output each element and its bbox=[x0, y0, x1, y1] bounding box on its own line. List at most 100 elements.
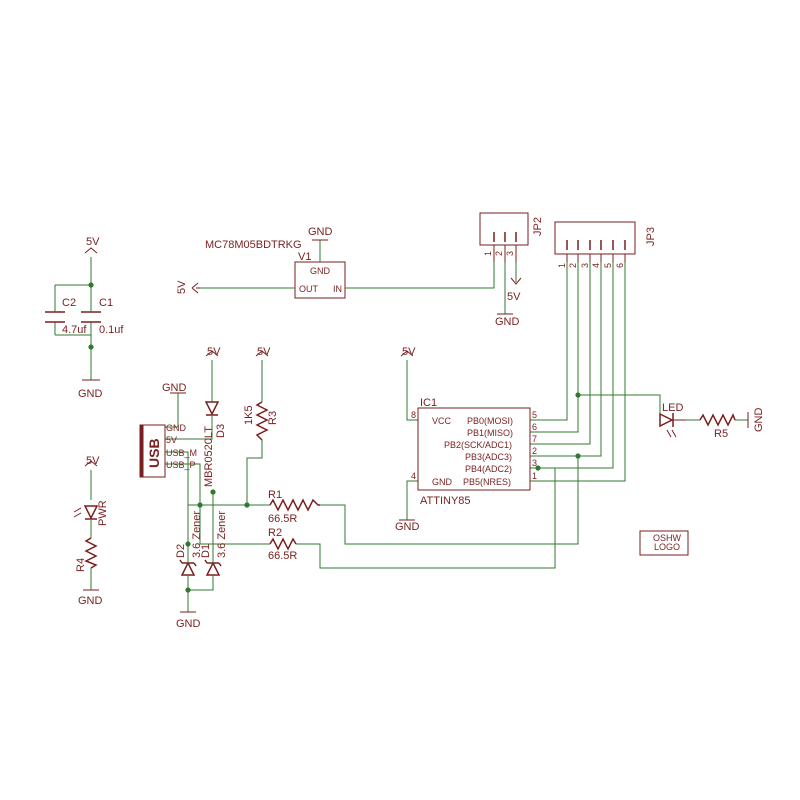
header-body bbox=[479, 212, 529, 246]
logo-box bbox=[639, 530, 689, 556]
led-indicator: LED bbox=[659, 402, 686, 438]
c1-value: 0.1uf bbox=[99, 324, 124, 336]
r2-value: 66.5R bbox=[268, 550, 297, 562]
jp3-pin: 6 bbox=[615, 263, 625, 268]
label-5v: 5V bbox=[257, 346, 271, 358]
jp2-label: JP2 bbox=[532, 217, 544, 236]
resistor-r4: R4 bbox=[75, 537, 98, 572]
label-gnd: GND bbox=[308, 226, 333, 238]
usb-pin-5v: 5V bbox=[166, 435, 177, 445]
resistor-icon bbox=[84, 537, 98, 569]
junction-dot bbox=[535, 465, 541, 471]
regulator-in-pin: IN bbox=[333, 284, 342, 294]
pin-number: 5 bbox=[532, 410, 537, 420]
regulator-part: MC78M05BDTRKG bbox=[205, 239, 302, 251]
c2-value: 4.7uf bbox=[62, 324, 87, 336]
usb-body-edge bbox=[139, 424, 144, 478]
logo-line2: LOGO bbox=[654, 542, 680, 552]
label-gnd: GND bbox=[753, 408, 765, 433]
pwr-label: PWR bbox=[97, 500, 109, 526]
power-labels: 5V GND GND GND 5V 5V 5V 5V GND GND GND 5… bbox=[78, 226, 765, 630]
d1-value: 3.6 Zener bbox=[216, 511, 228, 558]
header-body bbox=[554, 221, 636, 255]
resistor-icon bbox=[269, 537, 297, 551]
r2-name: R2 bbox=[268, 527, 282, 539]
ic-pin-pb1: PB1(MISO) bbox=[467, 428, 513, 438]
jp3-label: JP3 bbox=[645, 227, 657, 246]
arrow-left-icon bbox=[191, 282, 200, 294]
junction-dot bbox=[88, 344, 94, 350]
oshw-logo: OSHW LOGO bbox=[639, 530, 689, 556]
label-gnd: GND bbox=[176, 618, 201, 630]
label-gnd: GND bbox=[78, 388, 103, 400]
d1-name: D1 bbox=[200, 544, 212, 558]
label-5v: 5V bbox=[507, 291, 521, 303]
label-gnd: GND bbox=[395, 521, 420, 533]
r3-value: 1K5 bbox=[243, 405, 255, 425]
jp3-pin: 2 bbox=[568, 263, 578, 268]
ic-pin-pb3: PB3(ADC3) bbox=[465, 452, 512, 462]
resistor-r5: R5 bbox=[699, 413, 736, 440]
r4-name: R4 bbox=[75, 558, 87, 572]
zener-d2: D2 3.6 Zener bbox=[175, 511, 203, 580]
ic-pin-vcc: VCC bbox=[432, 416, 452, 426]
header-pin-icon bbox=[566, 240, 626, 250]
logo-line1: OSHW bbox=[653, 533, 682, 543]
junction-dot bbox=[185, 541, 191, 547]
junction-dot bbox=[210, 489, 216, 495]
pin-number: 3 bbox=[532, 458, 537, 468]
ic-pin-gnd: GND bbox=[432, 477, 453, 487]
ic-body bbox=[417, 407, 531, 491]
r3-name: R3 bbox=[267, 411, 279, 425]
ic-pin-pb5: PB5(NRES) bbox=[463, 477, 511, 487]
resistor-r2: R2 66.5R bbox=[268, 527, 297, 562]
junction-dot bbox=[575, 453, 581, 459]
jp2-pin: 3 bbox=[505, 251, 515, 256]
usb-pin-gnd: GND bbox=[166, 423, 187, 433]
d2-name: D2 bbox=[175, 544, 187, 558]
led-icon bbox=[659, 412, 674, 428]
jp3-pin: 1 bbox=[557, 263, 567, 268]
resistor-icon bbox=[255, 401, 269, 441]
resistor-icon bbox=[699, 413, 736, 427]
c2-name: C2 bbox=[62, 297, 76, 309]
pin-number: 2 bbox=[532, 446, 537, 456]
usb-connector: USB GND 5V USB_M USB_P bbox=[139, 423, 197, 478]
capacitor-icon bbox=[45, 311, 65, 323]
usb-label: USB bbox=[146, 438, 162, 468]
d3-name: D3 bbox=[215, 424, 227, 438]
ic-pin-pb0: PB0(MOSI) bbox=[467, 416, 513, 426]
power-symbols bbox=[82, 239, 749, 613]
ic-pin-pb4: PB4(ADC2) bbox=[465, 464, 512, 474]
regulator-name: V1 bbox=[298, 251, 311, 263]
arrow-up-icon bbox=[400, 350, 414, 357]
resistor-icon bbox=[269, 498, 320, 512]
jp3-pin: 4 bbox=[591, 263, 601, 268]
jp3-pin: 5 bbox=[603, 263, 613, 268]
pin-number: 4 bbox=[411, 471, 416, 481]
c1-name: C1 bbox=[99, 297, 113, 309]
r5-name: R5 bbox=[714, 428, 728, 440]
junction-dot bbox=[185, 587, 191, 593]
capacitor-c1: C1 0.1uf bbox=[81, 297, 124, 336]
label-gnd: GND bbox=[495, 316, 520, 328]
arrow-up-icon bbox=[205, 350, 219, 357]
capacitor-icon bbox=[81, 311, 101, 323]
label-5v: 5V bbox=[86, 455, 100, 467]
header-jp3: 1 2 3 4 5 6 JP3 bbox=[554, 221, 657, 268]
header-jp2: 1 2 3 JP2 bbox=[479, 212, 544, 262]
led-name: LED bbox=[662, 402, 683, 414]
led-pwr: PWR bbox=[73, 500, 109, 526]
regulator-body bbox=[294, 261, 346, 299]
regulator-gnd-pin: GND bbox=[310, 266, 331, 276]
junction-dot bbox=[575, 392, 581, 398]
zener-d1: D1 3.6 Zener bbox=[200, 511, 228, 580]
label-5v: 5V bbox=[402, 346, 416, 358]
wires bbox=[54, 240, 748, 612]
pin-number: 7 bbox=[532, 434, 537, 444]
resistor-r1: R1 66.5R bbox=[268, 489, 320, 525]
d3-part: MBR0520LT bbox=[203, 426, 215, 487]
capacitor-c2: C2 4.7uf bbox=[45, 297, 87, 336]
pin-number: 6 bbox=[532, 422, 537, 432]
